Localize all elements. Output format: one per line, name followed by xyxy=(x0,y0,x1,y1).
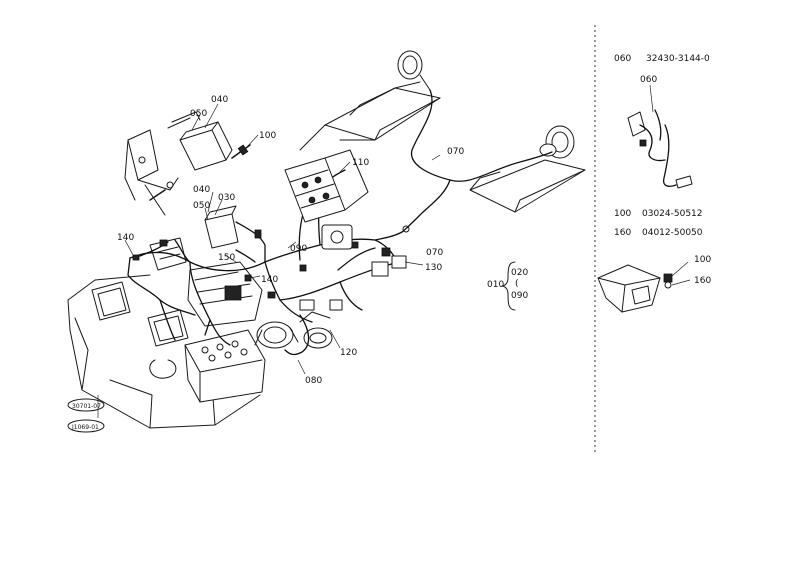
lamp-wire-070 xyxy=(401,89,553,233)
inset-relay: 100 160 xyxy=(597,255,711,313)
callout-090-b: 090 xyxy=(511,291,528,301)
callout-140-b: 140 xyxy=(261,275,278,285)
brace-mid: ( xyxy=(515,279,519,289)
part-number-100: 03024-50512 xyxy=(642,209,703,219)
mounting-bracket xyxy=(124,129,179,216)
part-ref-060: 060 xyxy=(614,54,631,64)
callout-050: 050 xyxy=(190,109,207,119)
inset-harness-060: 060 xyxy=(627,75,693,189)
callout-110: 110 xyxy=(352,158,369,168)
inset-callout-060: 060 xyxy=(640,75,657,85)
battery xyxy=(184,329,266,403)
fender-right xyxy=(469,159,586,213)
part-ref-160: 160 xyxy=(614,228,631,238)
callout-030: 030 xyxy=(218,193,235,203)
inset-callout-100: 100 xyxy=(694,255,711,265)
callout-040: 040 xyxy=(211,95,228,105)
inset-callout-160: 160 xyxy=(694,276,711,286)
leader-lines xyxy=(97,103,441,418)
part-ref-100: 100 xyxy=(614,209,631,219)
alternator xyxy=(254,311,333,349)
callout-070: 070 xyxy=(447,147,464,157)
callout-140-a: 140 xyxy=(117,233,134,243)
callout-150: 150 xyxy=(218,253,235,263)
headlight-left xyxy=(91,281,189,379)
parts-list: 060 32430-3144-0 100 03024-50512 160 040… xyxy=(614,54,710,238)
assembly-010: 010 020 ( 090 xyxy=(487,261,528,311)
callout-020: 020 xyxy=(511,268,528,278)
callout-100: 100 xyxy=(259,131,276,141)
engine-body-outline xyxy=(67,274,261,429)
main-callouts: 040 050 100 110 070 040 030 050 140 090 … xyxy=(117,95,464,386)
lamp-right xyxy=(539,125,575,159)
relay-box xyxy=(167,111,233,171)
fender-upper xyxy=(299,81,441,151)
part-number-060: 32430-3144-0 xyxy=(646,54,710,64)
callout-010: 010 xyxy=(487,280,504,290)
callout-040-b: 040 xyxy=(193,185,210,195)
stamp-2: J1069-01 xyxy=(71,424,99,431)
callout-090: 090 xyxy=(290,244,307,254)
callout-080: 080 xyxy=(305,376,322,386)
callout-120: 120 xyxy=(340,348,357,358)
callout-070-b: 070 xyxy=(426,248,443,258)
drawing-stamps: 30701-07 J1069-01 xyxy=(67,398,105,433)
engine-block xyxy=(149,205,263,327)
part-number-160: 04012-50050 xyxy=(642,228,703,238)
callout-050-b: 050 xyxy=(193,201,210,211)
stamp-1: 30701-07 xyxy=(72,403,101,410)
lamp-upper xyxy=(397,50,431,91)
callout-130: 130 xyxy=(425,263,442,273)
harness-connectors xyxy=(132,224,407,311)
instrument-panel xyxy=(284,149,369,223)
